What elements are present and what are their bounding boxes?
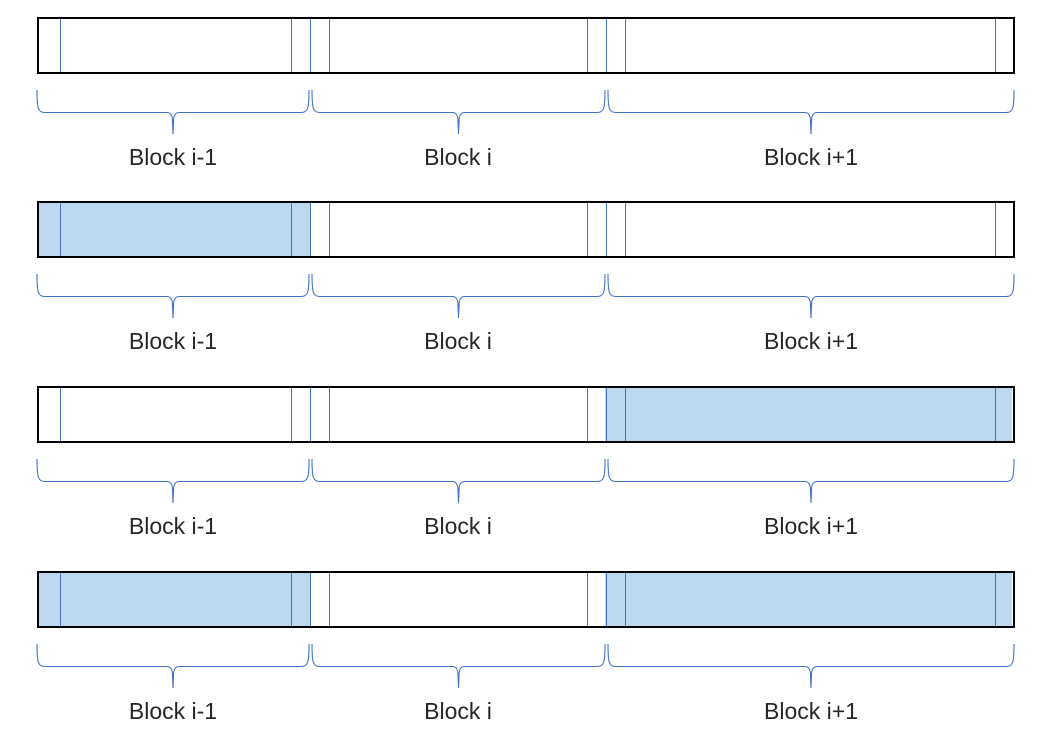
memory-bar (37, 386, 1015, 443)
cell-divider-line (309, 388, 311, 441)
cell-divider-line (60, 19, 62, 72)
block-row-3: Block i-1 Block i Block i+1 (0, 386, 1041, 571)
cell-divider-line (587, 573, 589, 626)
cell-divider-line (309, 19, 311, 72)
block-row-2: Block i-1 Block i Block i+1 (0, 201, 1041, 386)
cell-divider-line (309, 573, 311, 626)
brace-path (607, 273, 1015, 319)
brace-path (607, 89, 1015, 135)
block-braces (36, 643, 1015, 689)
cell-divider-line (329, 203, 331, 256)
block-braces (36, 273, 1015, 319)
block-braces (36, 89, 1015, 135)
cell-divider-line (605, 573, 607, 626)
brace-path (36, 458, 310, 504)
brace-path (36, 89, 310, 135)
block-label: Block i (424, 328, 492, 354)
block-label: Block i-1 (128, 698, 218, 724)
cell-divider-line (291, 388, 293, 441)
brace-path (311, 89, 606, 135)
cell-divider-line (625, 19, 627, 72)
cell-divider-line (291, 573, 293, 626)
cell-divider-line (995, 388, 997, 441)
shaded-region-block-i-1 (39, 203, 311, 256)
cell-divider-line (309, 203, 311, 256)
cell-divider-line (625, 388, 627, 441)
memory-bar (37, 571, 1015, 628)
cell-divider-line (625, 203, 627, 256)
shaded-region-block-i-1 (39, 573, 311, 626)
brace-path (311, 458, 606, 504)
cell-divider-line (291, 19, 293, 72)
cell-divider-line (329, 573, 331, 626)
memory-bar (37, 17, 1015, 74)
block-label: Block i+1 (764, 698, 858, 724)
cell-divider-line (587, 203, 589, 256)
memory-bar (37, 201, 1015, 258)
cell-divider-line (587, 388, 589, 441)
cell-divider-line (605, 19, 607, 72)
block-label: Block i (424, 513, 492, 539)
cell-divider-line (995, 203, 997, 256)
cell-divider-line (995, 19, 997, 72)
cell-divider-line (587, 19, 589, 72)
cell-divider-line (605, 388, 607, 441)
cell-divider-line (60, 388, 62, 441)
brace-path (36, 643, 310, 689)
brace-path (311, 643, 606, 689)
block-label: Block i+1 (764, 328, 858, 354)
cell-divider-line (60, 573, 62, 626)
block-row-4: Block i-1 Block i Block i+1 (0, 571, 1041, 741)
block-label: Block i+1 (764, 144, 858, 170)
cell-divider-line (60, 203, 62, 256)
block-label: Block i-1 (128, 144, 218, 170)
cell-divider-line (625, 573, 627, 626)
cell-divider-line (329, 388, 331, 441)
block-row-1: Block i-1 Block i Block i+1 (0, 17, 1041, 202)
brace-path (607, 458, 1015, 504)
brace-path (36, 273, 310, 319)
block-label: Block i-1 (128, 328, 218, 354)
shaded-region-block-i+1 (605, 388, 1012, 441)
block-braces (36, 458, 1015, 504)
block-label: Block i-1 (128, 513, 218, 539)
shaded-region-block-i+1 (605, 573, 1012, 626)
cell-divider-line (291, 203, 293, 256)
block-label: Block i+1 (764, 513, 858, 539)
brace-path (607, 643, 1015, 689)
block-label: Block i (424, 144, 492, 170)
cell-divider-line (995, 573, 997, 626)
brace-path (311, 273, 606, 319)
cell-divider-line (329, 19, 331, 72)
cell-divider-line (605, 203, 607, 256)
block-label: Block i (424, 698, 492, 724)
